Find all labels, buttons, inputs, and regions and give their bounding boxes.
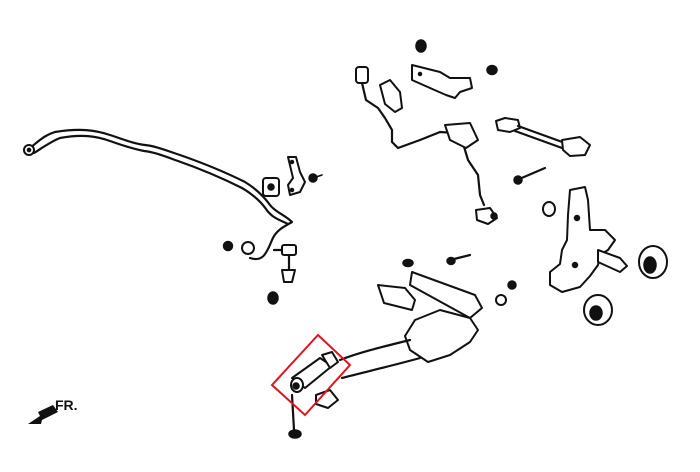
- stabilizer-bracket: [287, 156, 323, 196]
- lower-arm-bushing: [288, 351, 339, 439]
- lower-arm: [338, 253, 517, 380]
- stabilizer-bushing: [262, 177, 280, 197]
- arrow-down-left-icon: [28, 405, 58, 424]
- knuckle: [542, 186, 628, 293]
- stabilizer-bar: [23, 128, 294, 261]
- stabilizer-link: [222, 240, 297, 305]
- knuckle-bushings: [583, 245, 668, 326]
- upper-bracket: [411, 39, 498, 99]
- front-direction-label: FR.: [55, 397, 78, 413]
- toe-arm: [495, 117, 591, 185]
- highlight-box: [270, 333, 352, 417]
- abs-sensor-wire: [355, 66, 498, 225]
